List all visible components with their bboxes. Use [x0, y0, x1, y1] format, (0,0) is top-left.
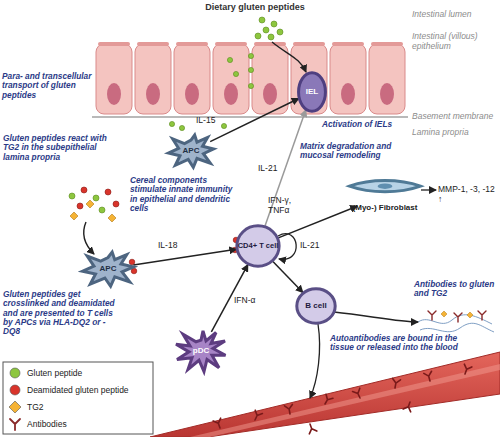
- signal-label: IFN-α: [234, 296, 264, 306]
- signal-label: IL-15: [196, 116, 226, 126]
- legend-swatch-shape: [10, 368, 20, 378]
- vessel-highlight: [190, 364, 500, 437]
- peptide-cluster: [69, 187, 119, 222]
- signal-arrow: [278, 206, 357, 238]
- legend-swatch-shape: [10, 385, 20, 395]
- legend-frame: [3, 362, 153, 434]
- pdc-body: [176, 331, 226, 372]
- cell-body: [297, 289, 335, 324]
- cell-label-box: APC: [76, 251, 140, 287]
- signal-label: IL-21: [258, 164, 282, 174]
- pdc-cell: pDC: [176, 330, 226, 372]
- cell-label: (Myo-) Fibroblast: [353, 204, 418, 212]
- annotation: Intestinal (villous) epithelium: [412, 32, 498, 51]
- legend-swatch: [8, 400, 22, 414]
- cell-label-box: (Myo-) Fibroblast: [342, 178, 428, 212]
- signal-label: IL-18: [158, 241, 184, 251]
- dendritic-body: [168, 135, 213, 167]
- cell-label: CD4+ T cell: [238, 242, 279, 250]
- apc-cell: APC: [168, 134, 214, 168]
- legend-text: Deamidated gluten peptide: [27, 385, 129, 395]
- cell-label-box: B cell: [290, 288, 342, 324]
- tissue-antibodies: [428, 311, 486, 322]
- annotation: Lamina propria: [412, 128, 498, 138]
- annotation: MMP-1, -3, -12 ↑: [438, 185, 498, 204]
- legend-text: Antibodies: [27, 419, 67, 429]
- spindle-body: [349, 181, 420, 192]
- cell-label-box: APC: [162, 134, 220, 168]
- annotation: Matrix degradation and mucosal remodelin…: [300, 142, 404, 161]
- mmp-arrow: [421, 189, 436, 190]
- basement-membrane: [92, 116, 408, 118]
- cell-label: APC: [183, 147, 200, 155]
- legend-swatch: [8, 417, 22, 431]
- signal-arrow: [273, 261, 303, 292]
- gluten-peptides: [169, 17, 283, 131]
- annotation: Activation of IELs: [322, 120, 402, 129]
- presented-peptides: [129, 237, 239, 274]
- cell-label-box: CD4+ T cell: [230, 225, 286, 267]
- annotation: Para- and transcellular transport of glu…: [2, 72, 94, 100]
- annotation: Dietary gluten peptides: [185, 2, 325, 12]
- cell-label: pDC: [193, 347, 209, 355]
- annotation: Gluten peptides react with TG2 in the su…: [3, 134, 125, 162]
- annotation: Cereal components stimulate innate immun…: [130, 176, 234, 213]
- t-cell: CD4+ T cell: [236, 225, 280, 267]
- apc-cell: APC: [82, 251, 134, 287]
- fibroblast-nucleus: [378, 183, 393, 188]
- legend-swatch: [8, 383, 22, 397]
- signal-arrow: [133, 249, 236, 265]
- cell-body: [237, 226, 279, 266]
- b-cell: B cell: [296, 288, 336, 324]
- antibody-symbol: [10, 419, 20, 430]
- legend-entry: Deamidated gluten peptide: [8, 383, 129, 397]
- signal-arrow: [210, 98, 299, 141]
- iel-cell: IEL: [298, 72, 326, 112]
- cell-label-box: IEL: [292, 72, 332, 112]
- blood-antibodies: [213, 364, 472, 434]
- legend-swatch: [8, 366, 22, 380]
- signal-label: IFN-γ, TNFα: [268, 196, 302, 215]
- annotation: Intestinal lumen: [412, 10, 498, 20]
- cell-label-box: pDC: [170, 330, 232, 372]
- legend-entry: Gluten peptide: [8, 366, 82, 380]
- legend-entry: TG2: [8, 400, 44, 414]
- legend-entry: Antibodies: [8, 417, 67, 431]
- nuclei: [107, 83, 394, 105]
- annotation: IL-21: [300, 241, 326, 251]
- epithelial-cells: [96, 44, 405, 114]
- processing-arrow: [84, 222, 94, 254]
- cell-label: B cell: [305, 302, 326, 310]
- legend-text: Gluten peptide: [27, 368, 82, 378]
- legend-swatch-shape: [9, 401, 21, 413]
- transport-arrow: [272, 42, 306, 72]
- annotation: Gluten peptides get crosslinked and deam…: [3, 290, 121, 336]
- antibody-blood-arrow: [310, 324, 320, 398]
- cell-label: IEL: [306, 88, 318, 96]
- fibroblast: (Myo-) Fibroblast: [348, 178, 422, 212]
- annotation: Antibodies to gluten and TG2: [414, 280, 498, 299]
- annotation: Autoantibodies are bound in the tissue o…: [330, 334, 462, 353]
- cell-label: APC: [100, 265, 117, 273]
- legend-text: TG2: [27, 402, 44, 412]
- brush-border: [98, 42, 403, 46]
- dendritic-body: [83, 252, 134, 286]
- antibody-tissue-arrow: [334, 312, 418, 322]
- annotation: Basement membrane: [412, 112, 498, 122]
- cell-body: [299, 73, 326, 111]
